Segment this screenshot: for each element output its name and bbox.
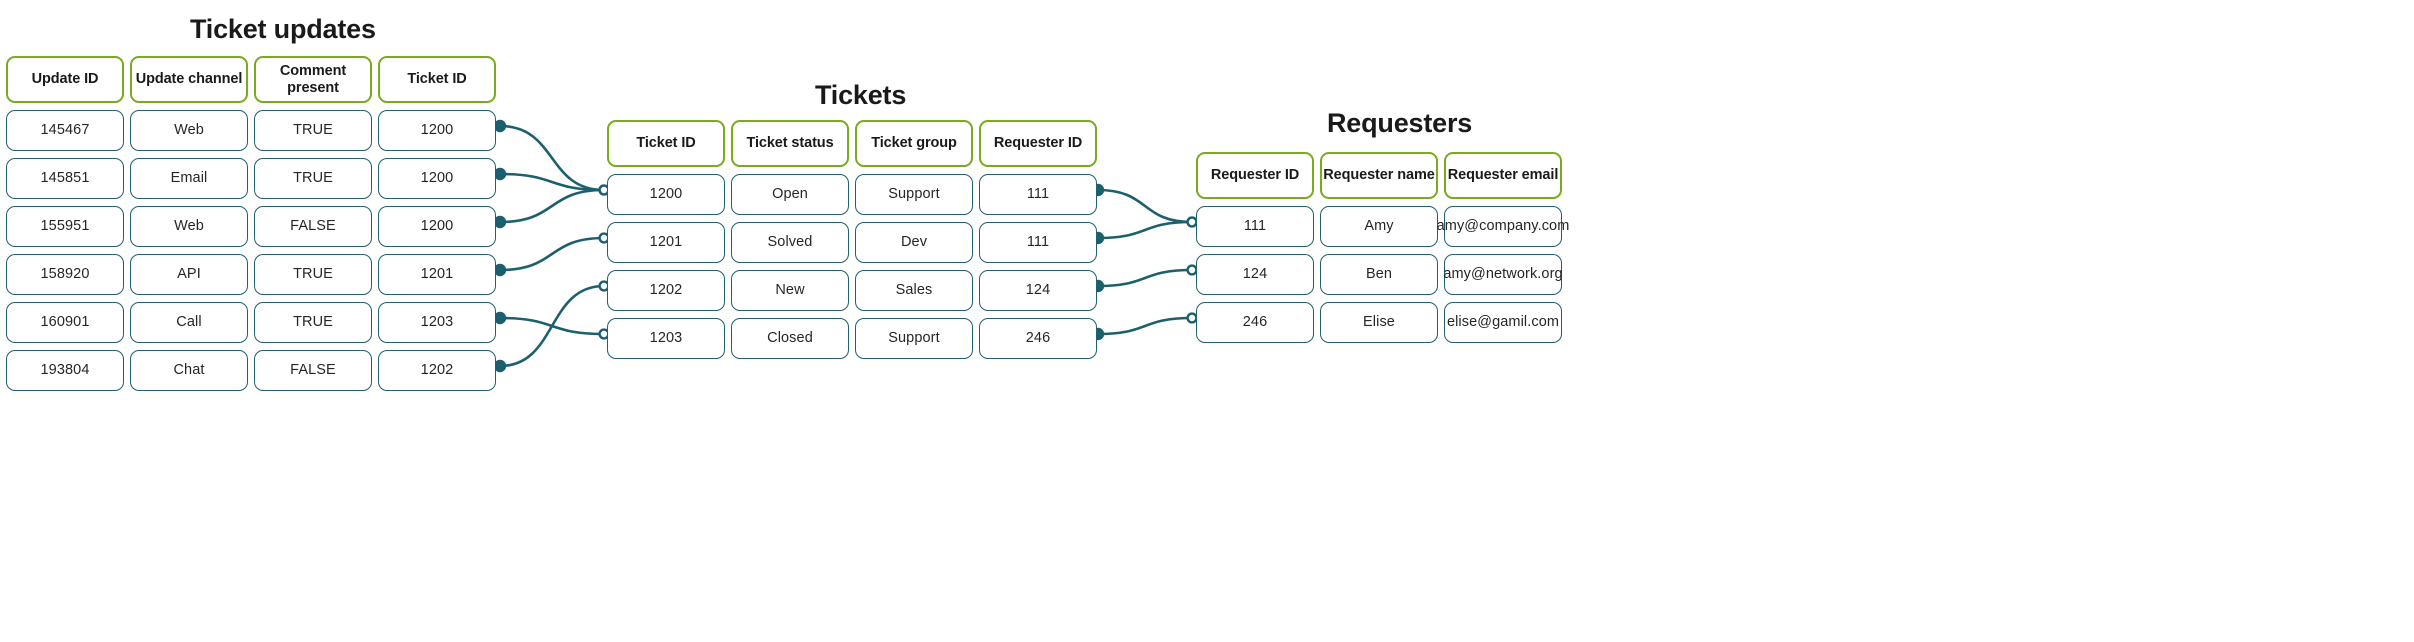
cell-tickets-r0-c3[interactable]: 111	[979, 174, 1097, 215]
link-update-1200-a	[499, 124, 605, 192]
cell-tickets-r1-c3[interactable]: 111	[979, 222, 1097, 263]
column-header-ticket-updates-3[interactable]: Ticket ID	[378, 56, 496, 103]
cell-tickets-r0-c0[interactable]: 1200	[607, 174, 725, 215]
column-header-tickets-0[interactable]: Ticket ID	[607, 120, 725, 167]
cell-requesters-r2-c1[interactable]: Elise	[1320, 302, 1438, 343]
link-update-1202	[499, 284, 605, 368]
cell-tickets-r2-c0[interactable]: 1202	[607, 270, 725, 311]
cell-tickets-r0-c2[interactable]: Support	[855, 174, 973, 215]
column-header-requesters-2[interactable]: Requester email	[1444, 152, 1562, 199]
cell-ticket-updates-r2-c0[interactable]: 155951	[6, 206, 124, 247]
cell-tickets-r1-c0[interactable]: 1201	[607, 222, 725, 263]
link-update-1200-c-source-node	[493, 215, 507, 229]
cell-ticket-updates-r5-c1[interactable]: Chat	[130, 350, 248, 391]
column-header-tickets-2[interactable]: Ticket group	[855, 120, 973, 167]
cell-requesters-r1-c0[interactable]: 124	[1196, 254, 1314, 295]
cell-ticket-updates-r4-c2[interactable]: TRUE	[254, 302, 372, 343]
cell-ticket-updates-r4-c1[interactable]: Call	[130, 302, 248, 343]
cell-tickets-r1-c1[interactable]: Solved	[731, 222, 849, 263]
cell-ticket-updates-r3-c0[interactable]: 158920	[6, 254, 124, 295]
column-header-requesters-0[interactable]: Requester ID	[1196, 152, 1314, 199]
cell-tickets-r2-c2[interactable]: Sales	[855, 270, 973, 311]
table-title-ticket-updates: Ticket updates	[190, 14, 376, 44]
cell-tickets-r3-c0[interactable]: 1203	[607, 318, 725, 359]
cell-ticket-updates-r2-c1[interactable]: Web	[130, 206, 248, 247]
cell-ticket-updates-r0-c2[interactable]: TRUE	[254, 110, 372, 151]
cell-ticket-updates-r5-c3[interactable]: 1202	[378, 350, 496, 391]
link-update-1201-source-node	[493, 263, 507, 277]
cell-ticket-updates-r3-c3[interactable]: 1201	[378, 254, 496, 295]
cell-tickets-r2-c1[interactable]: New	[731, 270, 849, 311]
cell-ticket-updates-r0-c1[interactable]: Web	[130, 110, 248, 151]
link-update-1200-a-source-node	[493, 119, 507, 133]
link-ticket-246	[1097, 316, 1193, 336]
cell-tickets-r1-c2[interactable]: Dev	[855, 222, 973, 263]
cell-ticket-updates-r2-c3[interactable]: 1200	[378, 206, 496, 247]
cell-tickets-r0-c1[interactable]: Open	[731, 174, 849, 215]
link-update-1200-c	[499, 188, 605, 224]
table-title-requesters: Requesters	[1327, 108, 1473, 138]
cell-requesters-r1-c1[interactable]: Ben	[1320, 254, 1438, 295]
cell-ticket-updates-r4-c3[interactable]: 1203	[378, 302, 496, 343]
link-update-1200-b	[499, 172, 605, 192]
cell-ticket-updates-r3-c2[interactable]: TRUE	[254, 254, 372, 295]
cell-tickets-r3-c3[interactable]: 246	[979, 318, 1097, 359]
table-title-tickets: Tickets	[815, 80, 907, 110]
column-header-tickets-3[interactable]: Requester ID	[979, 120, 1097, 167]
column-header-tickets-1[interactable]: Ticket status	[731, 120, 849, 167]
cell-requesters-r0-c2[interactable]: amy@company.com	[1437, 206, 1569, 247]
cell-requesters-r1-c2[interactable]: amy@network.org	[1443, 254, 1563, 295]
cell-tickets-r3-c2[interactable]: Support	[855, 318, 973, 359]
column-header-ticket-updates-0[interactable]: Update ID	[6, 56, 124, 103]
cell-ticket-updates-r2-c2[interactable]: FALSE	[254, 206, 372, 247]
cell-ticket-updates-r1-c3[interactable]: 1200	[378, 158, 496, 199]
cell-requesters-r0-c1[interactable]: Amy	[1320, 206, 1438, 247]
cell-ticket-updates-r1-c1[interactable]: Email	[130, 158, 248, 199]
column-header-ticket-updates-2[interactable]: Comment present	[254, 56, 372, 103]
link-update-1202-source-node	[493, 359, 507, 373]
cell-tickets-r3-c1[interactable]: Closed	[731, 318, 849, 359]
cell-ticket-updates-r5-c0[interactable]: 193804	[6, 350, 124, 391]
column-header-ticket-updates-1[interactable]: Update channel	[130, 56, 248, 103]
cell-ticket-updates-r5-c2[interactable]: FALSE	[254, 350, 372, 391]
cell-ticket-updates-r1-c2[interactable]: TRUE	[254, 158, 372, 199]
cell-ticket-updates-r4-c0[interactable]: 160901	[6, 302, 124, 343]
cell-tickets-r2-c3[interactable]: 124	[979, 270, 1097, 311]
cell-requesters-r2-c0[interactable]: 246	[1196, 302, 1314, 343]
link-ticket-111-a	[1097, 188, 1193, 224]
link-update-1203-source-node	[493, 311, 507, 325]
cell-requesters-r0-c0[interactable]: 111	[1196, 206, 1314, 247]
cell-ticket-updates-r1-c0[interactable]: 145851	[6, 158, 124, 199]
column-header-requesters-1[interactable]: Requester name	[1320, 152, 1438, 199]
link-ticket-124	[1097, 268, 1193, 288]
cell-ticket-updates-r3-c1[interactable]: API	[130, 254, 248, 295]
link-ticket-111-b	[1097, 220, 1193, 240]
link-update-1200-b-source-node	[493, 167, 507, 181]
link-update-1203	[499, 316, 605, 336]
link-update-1201	[499, 236, 605, 272]
cell-requesters-r2-c2[interactable]: elise@gamil.com	[1444, 302, 1562, 343]
cell-ticket-updates-r0-c3[interactable]: 1200	[378, 110, 496, 151]
cell-ticket-updates-r0-c0[interactable]: 145467	[6, 110, 124, 151]
